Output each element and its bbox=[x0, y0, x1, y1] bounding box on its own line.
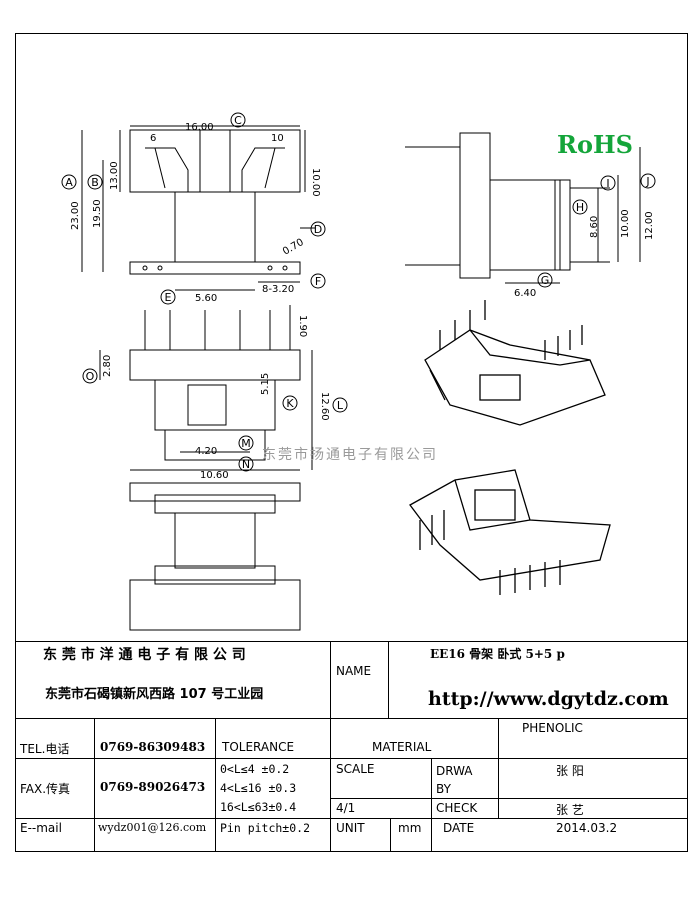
tel-label: TEL.电话 bbox=[20, 742, 70, 756]
dim-1-90: 1.90 bbox=[297, 315, 308, 337]
part-name: EE16 骨架 卧式 5+5 p bbox=[430, 647, 565, 661]
callout-c: C bbox=[234, 114, 242, 127]
tolerance-row-1: 0<L≤4 ±0.2 bbox=[220, 762, 290, 776]
rohs-mark: RoHS bbox=[557, 130, 633, 159]
isometric-view-2 bbox=[409, 469, 611, 595]
dim-23: 23.00 bbox=[70, 201, 81, 230]
pin-label-10: 10 bbox=[271, 133, 284, 144]
fax-label: FAX.传真 bbox=[20, 782, 71, 796]
company-address: 东莞市石碣镇新风西路 107 号工业园 bbox=[45, 687, 264, 702]
dim-16: 16.00 bbox=[185, 122, 214, 133]
check-label: CHECK bbox=[436, 801, 478, 815]
isometric-view-1 bbox=[424, 300, 606, 426]
callout-i: I bbox=[606, 177, 609, 190]
callout-d: D bbox=[314, 223, 322, 236]
dim-0-70: 0.70 bbox=[281, 237, 306, 258]
tolerance-row-2: 4<L≤16 ±0.3 bbox=[220, 781, 297, 795]
front-view bbox=[99, 305, 313, 471]
unit-value: mm bbox=[398, 821, 422, 835]
dim-12-60: 12.60 bbox=[319, 392, 330, 421]
pin-label-6: 6 bbox=[150, 133, 156, 144]
dim-12: 12.00 bbox=[644, 211, 655, 240]
callout-m: M bbox=[241, 437, 251, 450]
callout-k: K bbox=[286, 397, 294, 410]
drawn-by-label: DRWA BY bbox=[436, 764, 473, 796]
dim-5-60: 5.60 bbox=[195, 293, 217, 304]
dim-5-15: 5.15 bbox=[260, 373, 271, 395]
tolerance-label: TOLERANCE bbox=[222, 740, 295, 754]
callout-e: E bbox=[165, 291, 172, 304]
drawn-by-value: 张 阳 bbox=[556, 764, 584, 778]
material-label: MATERIAL bbox=[372, 740, 432, 754]
dim-4-20: 4.20 bbox=[195, 446, 217, 457]
email-value: wydz001@126.com bbox=[98, 821, 207, 834]
dim-10-top: 10.00 bbox=[310, 168, 321, 197]
bottom-view bbox=[129, 482, 301, 631]
callout-n: N bbox=[242, 458, 250, 471]
unit-label: UNIT bbox=[336, 821, 365, 835]
dim-8-3-20: 8-3.20 bbox=[262, 284, 294, 295]
date-value: 2014.03.2 bbox=[556, 821, 618, 835]
company-name: 东 莞 市 洋 通 电 子 有 限 公 司 bbox=[43, 647, 246, 663]
callout-f: F bbox=[315, 275, 321, 288]
callout-j: J bbox=[645, 175, 649, 188]
top-view bbox=[81, 125, 315, 291]
dim-19-50: 19.50 bbox=[92, 199, 103, 228]
checked-by-value: 张 艺 bbox=[556, 803, 584, 817]
dim-13: 13.00 bbox=[109, 161, 120, 190]
drawing-sheet bbox=[15, 33, 688, 852]
name-label: NAME bbox=[336, 664, 372, 678]
dim-6-40: 6.40 bbox=[514, 288, 536, 299]
scale-label: SCALE bbox=[336, 762, 375, 776]
tolerance-row-4: Pin pitch±0.2 bbox=[220, 821, 311, 835]
fax-value: 0769-89026473 bbox=[100, 780, 206, 794]
side-view bbox=[405, 132, 641, 284]
dim-10-side: 10.00 bbox=[620, 209, 631, 238]
material-value: PHENOLIC bbox=[522, 721, 583, 735]
tolerance-row-3: 16<L≤63±0.4 bbox=[220, 800, 297, 814]
callout-l: L bbox=[337, 399, 344, 412]
date-label: DATE bbox=[443, 821, 475, 835]
tel-value: 0769-86309483 bbox=[100, 740, 206, 754]
scale-value: 4/1 bbox=[336, 801, 356, 815]
dim-10-60: 10.60 bbox=[200, 470, 229, 481]
email-label: E--mail bbox=[20, 821, 62, 835]
callout-h: H bbox=[576, 201, 584, 214]
callout-b: B bbox=[91, 176, 99, 189]
callout-a: A bbox=[65, 176, 73, 189]
dim-2-80: 2.80 bbox=[102, 355, 113, 377]
website-url: http://www.dgytdz.com bbox=[428, 688, 669, 710]
watermark-text: 东莞市扬通电子有限公司 bbox=[262, 447, 438, 463]
dim-8-60: 8.60 bbox=[589, 216, 600, 238]
callout-g: G bbox=[541, 274, 550, 287]
callout-o: O bbox=[86, 370, 95, 383]
